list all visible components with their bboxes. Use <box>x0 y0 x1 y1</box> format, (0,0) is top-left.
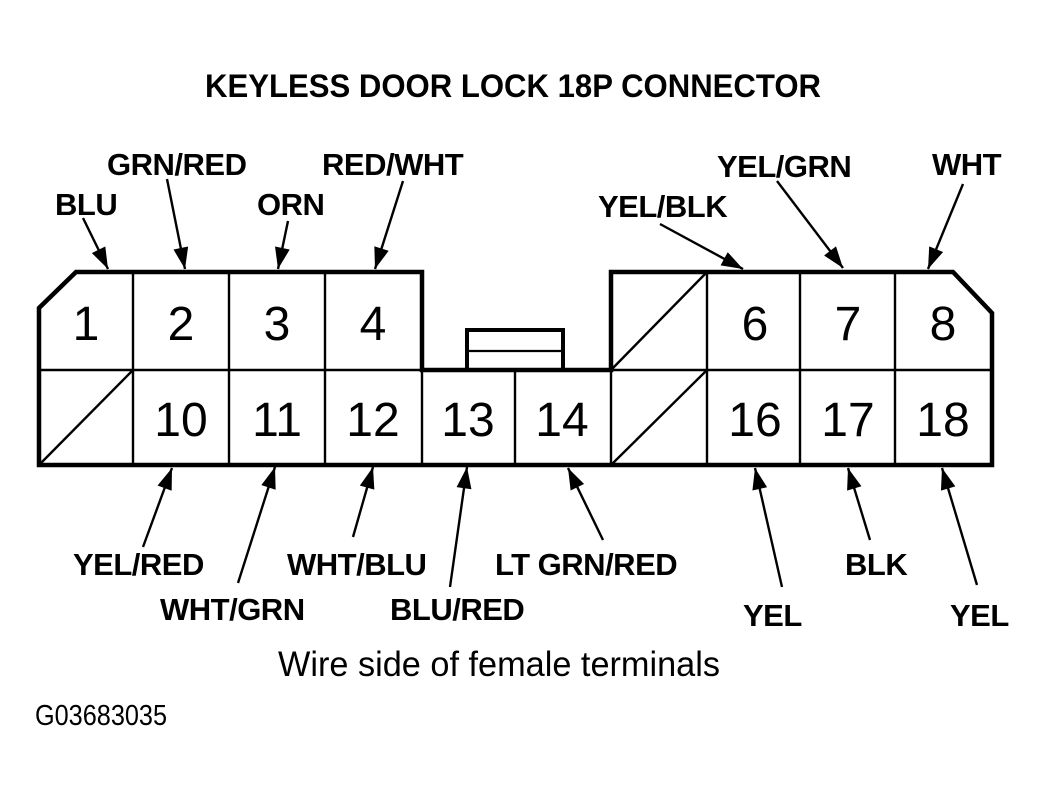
wire-arrow-pin-10 <box>141 467 174 548</box>
pin-number-16: 16 <box>728 394 781 447</box>
wire-arrow-pin-3 <box>275 220 290 270</box>
pin-number-8: 8 <box>930 298 957 351</box>
pin-number-12: 12 <box>346 394 399 447</box>
wire-arrow-pin-12 <box>351 466 375 538</box>
pin-number-10: 10 <box>154 394 207 447</box>
wire-arrow-pin-14 <box>566 467 605 541</box>
wire-arrow-pin-6 <box>659 222 744 271</box>
pin-number-13: 13 <box>441 394 494 447</box>
pin-number-17: 17 <box>821 394 874 447</box>
cell-grid-lines <box>39 272 992 465</box>
wire-label-pin-10: YEL/RED <box>73 547 204 582</box>
wire-label-pin-17: BLK <box>845 547 908 582</box>
wire-label-pin-2: GRN/RED <box>107 147 247 182</box>
wire-label-pin-18: YEL <box>950 598 1009 633</box>
figure-id: G03683035 <box>35 700 167 732</box>
pin-number-6: 6 <box>742 298 769 351</box>
pin-number-7: 7 <box>835 298 862 351</box>
wire-label-pin-13: BLU/RED <box>390 592 524 627</box>
wire-labels: BLU GRN/RED ORN RED/WHT YEL/BLK YEL/GRN … <box>55 147 1009 633</box>
wire-arrow-pin-2 <box>165 178 189 270</box>
pin-number-1: 1 <box>73 298 100 351</box>
wire-label-pin-6: YEL/BLK <box>598 189 728 224</box>
blank-cell-slash-left <box>38 369 134 466</box>
wire-label-pin-12: WHT/BLU <box>287 547 426 582</box>
pin-number-14: 14 <box>535 394 588 447</box>
wire-arrow-pin-4 <box>373 180 405 270</box>
wire-arrow-pin-17 <box>846 467 872 541</box>
wire-label-pin-11: WHT/GRN <box>160 592 305 627</box>
wire-arrow-pin-8 <box>926 183 965 270</box>
pin-number-11: 11 <box>252 394 302 447</box>
pin-number-3: 3 <box>264 298 291 351</box>
wire-arrow-pin-18 <box>940 467 979 586</box>
wire-label-pin-16: YEL <box>743 598 802 633</box>
diagram-title: KEYLESS DOOR LOCK 18P CONNECTOR <box>205 68 821 104</box>
wire-label-pin-4: RED/WHT <box>322 147 464 182</box>
wire-arrow-pin-11 <box>236 466 277 584</box>
caption: Wire side of female terminals <box>278 645 720 684</box>
wire-label-pin-3: ORN <box>257 187 324 222</box>
pin-number-18: 18 <box>916 394 969 447</box>
wire-arrow-pin-1 <box>81 217 110 270</box>
wire-label-pin-7: YEL/GRN <box>717 149 851 184</box>
wire-label-pin-8: WHT <box>932 147 1002 182</box>
pin-numbers: 1 2 3 4 6 7 8 10 11 12 13 14 16 17 18 <box>73 298 970 447</box>
blank-cell-slash-bottom-right <box>610 369 708 466</box>
wire-arrow-pin-13 <box>448 466 472 588</box>
wire-arrows <box>81 178 979 588</box>
pin-number-4: 4 <box>360 298 387 351</box>
wire-label-pin-14: LT GRN/RED <box>495 547 677 582</box>
connector-outline <box>36 269 995 468</box>
wire-arrow-pin-7 <box>776 180 844 269</box>
pin-number-2: 2 <box>168 298 195 351</box>
connector-body <box>36 269 995 468</box>
blank-cell-slash-top-right <box>610 271 708 371</box>
wire-label-pin-1: BLU <box>55 187 117 222</box>
wire-arrow-pin-16 <box>752 467 784 588</box>
